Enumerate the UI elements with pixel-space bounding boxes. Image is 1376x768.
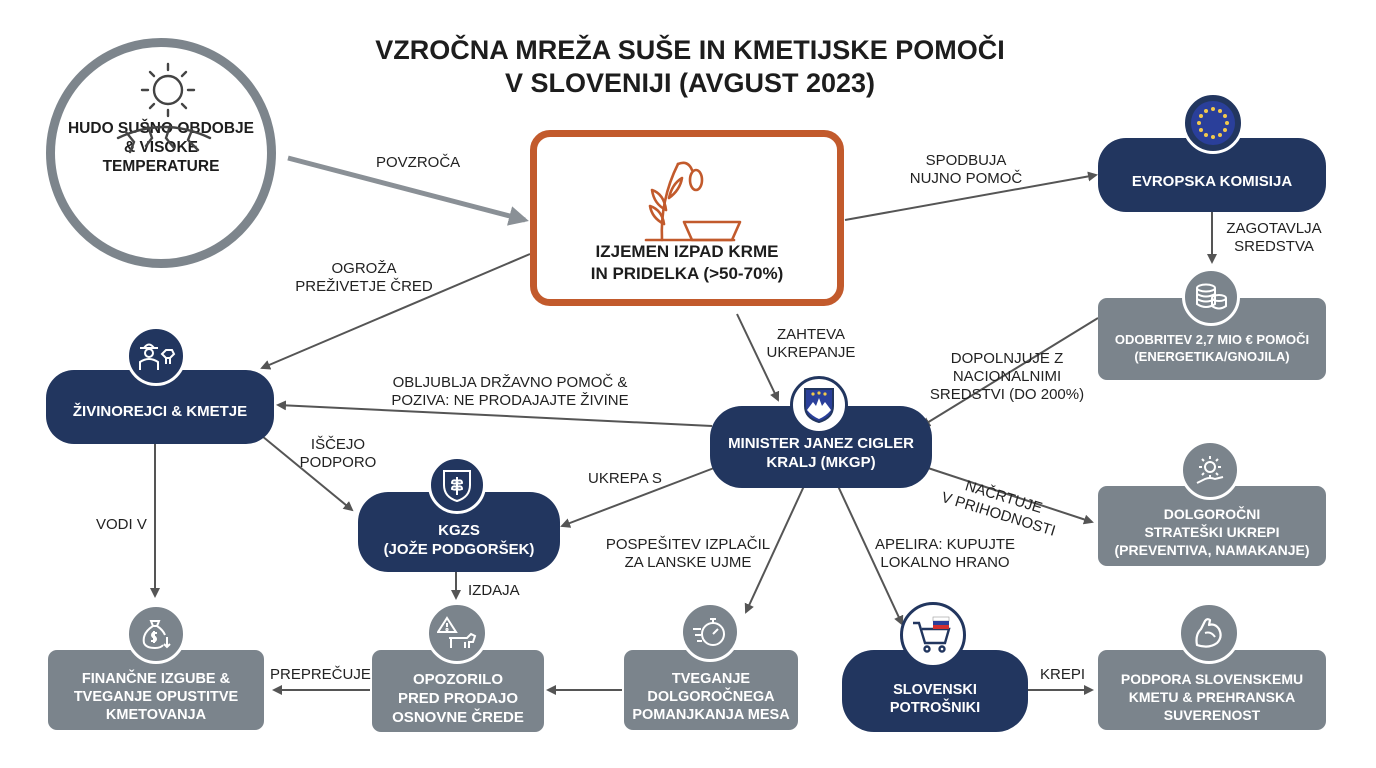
edge-label-spodbuja: SPODBUJA NUJNO POMOČ [909, 152, 1023, 187]
eu-flag-icon [1182, 92, 1244, 154]
slovenia-coat-of-arms-icon [790, 376, 848, 434]
arrow-spodbuja [844, 171, 1098, 221]
arrow-pospesitev [744, 485, 805, 614]
edge-label-krepi: KREPI [1040, 666, 1086, 683]
arrow-zahteva [736, 313, 780, 402]
node-crop-loss: IZJEMEN IZPAD KRME IN PRIDELKA (>50-70%) [530, 130, 844, 306]
wheat-trough-icon [644, 161, 742, 242]
edge-label-vodi: VODI V [96, 516, 147, 533]
node-farmers: ŽIVINOREJCI & KMETJE [46, 370, 274, 444]
wheat-shield-icon [428, 456, 486, 514]
edge-label-dopolnjuje: DOPOLNJUJE Z NACIONALNIMI SREDSTVI (DO 2… [929, 350, 1085, 403]
edge-label-zagotavlja: ZAGOTAVLJA SREDSTVA [1226, 220, 1322, 255]
page-title: VZROČNA MREŽA SUŠE IN KMETIJSKE POMOČI V… [330, 34, 1050, 100]
farmer-cow-icon [126, 326, 186, 386]
flexed-arm-icon [1178, 602, 1240, 664]
arrow-apelira [837, 485, 904, 626]
node-drought: HUDO SUŠNO OBDOBJE & VISOKE TEMPERATURE [46, 38, 276, 268]
arrow-povzroca [287, 155, 529, 226]
node-warning-label: OPOZORILO PRED PRODAJO OSNOVNE ČREDE [392, 670, 524, 726]
edge-label-iscejo: IŠČEJO PODPORO [299, 436, 377, 471]
node-minister-label: MINISTER JANEZ CIGLER KRALJ (MKGP) [728, 435, 914, 471]
edge-label-preprecuje: PREPREČUJE [270, 666, 371, 683]
node-meat: TVEGANJE DOLGOROČNEGA POMANJKANJA MESA [624, 650, 798, 730]
stopwatch-icon [680, 602, 740, 662]
edge-label-izdaja: IZDAJA [468, 582, 520, 599]
edge-label-zahteva: ZAHTEVA UKREPANJE [766, 326, 856, 361]
sun-cracked-earth-icon [116, 62, 212, 154]
arrow-dopolnjuje [920, 317, 1099, 428]
arrow-iscejo [261, 435, 354, 512]
arrow-obljublja [276, 400, 713, 427]
node-drought-label: HUDO SUŠNO OBDOBJE & VISOKE TEMPERATURE [67, 120, 255, 175]
node-losses-label: FINANČNE IZGUBE & TVEGANJE OPUSTITVE KME… [73, 671, 239, 723]
title-line-1: VZROČNA MREŽA SUŠE IN KMETIJSKE POMOČI [375, 35, 1005, 65]
edge-label-pospesitev: POSPEŠITEV IZPLAČIL ZA LANSKE UJME [605, 536, 771, 571]
arrow-ukrepa [560, 467, 715, 528]
title-line-2: V SLOVENIJI (AVGUST 2023) [504, 68, 876, 98]
node-minister: MINISTER JANEZ CIGLER KRALJ (MKGP) [710, 406, 932, 488]
edge-label-apelira: APELIRA: KUPUJTE LOKALNO HRANO [874, 536, 1016, 571]
node-approval-label: ODOBRITEV 2,7 MIO € POMOČI (ENERGETIKA/G… [1114, 332, 1310, 364]
edge-label-povzroca: POVZROČA [376, 154, 461, 171]
coins-icon [1182, 268, 1240, 326]
edge-label-obljublja: OBLJUBLJA DRŽAVNO POMOČ & POZIVA: NE PRO… [391, 374, 629, 409]
node-kgzs-label: KGZS (JOŽE PODGORŠEK) [383, 522, 535, 558]
shopping-cart-flag-icon [900, 602, 966, 668]
node-farmers-label: ŽIVINOREJCI & KMETJE [72, 402, 248, 420]
node-meat-label: TVEGANJE DOLGOROČNEGA POMANJKANJA MESA [632, 671, 790, 723]
node-consumers-label: SLOVENSKI POTROŠNIKI [889, 682, 981, 716]
node-crop-loss-label: IZJEMEN IZPAD KRME IN PRIDELKA (>50-70%) [590, 242, 784, 283]
arrow-nacrtuje [927, 467, 1094, 525]
edge-label-ogroza: OGROŽA PREŽIVETJE ČRED [295, 260, 433, 295]
edge-label-ukrepa: UKREPA S [588, 470, 662, 487]
gear-hand-icon [1180, 440, 1240, 500]
node-strategic-label: DOLGOROČNI STRATEŠKI UKREPI (PREVENTIVA,… [1114, 506, 1310, 558]
money-bag-icon [126, 604, 186, 664]
node-sovereignty-label: PODPORA SLOVENSKEMU KMETU & PREHRANSKA S… [1120, 671, 1304, 723]
warning-cow-icon [426, 602, 488, 664]
node-ec-label: EVROPSKA KOMISIJA [1131, 172, 1293, 190]
arrow-ogroza [260, 253, 531, 370]
